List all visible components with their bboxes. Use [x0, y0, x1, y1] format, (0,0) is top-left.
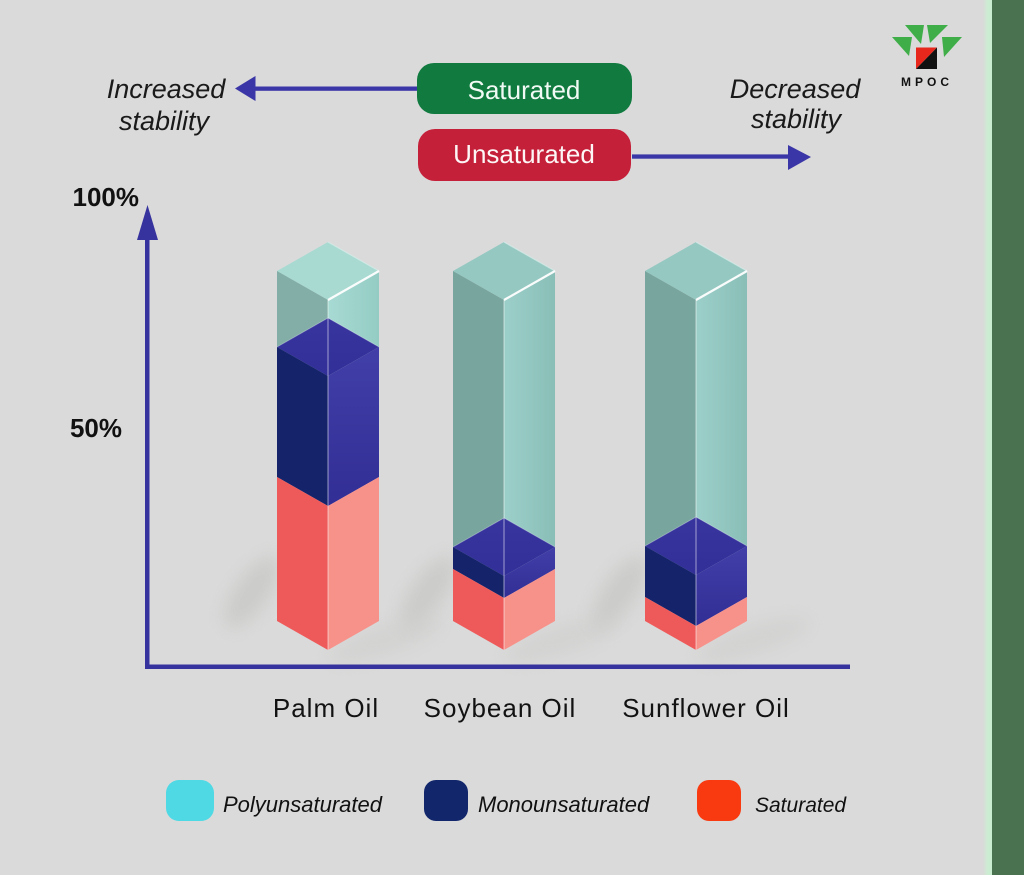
svg-text:stability: stability	[751, 104, 843, 134]
svg-text:Soybean Oil: Soybean Oil	[424, 693, 577, 723]
svg-text:50%: 50%	[70, 413, 122, 443]
svg-text:100%: 100%	[73, 182, 140, 212]
svg-text:Sunflower Oil: Sunflower Oil	[622, 693, 790, 723]
svg-text:Palm Oil: Palm Oil	[273, 693, 379, 723]
svg-text:Saturated: Saturated	[755, 794, 847, 817]
svg-text:Increased: Increased	[107, 74, 227, 104]
svg-text:Decreased: Decreased	[730, 74, 862, 104]
svg-text:stability: stability	[119, 106, 211, 136]
svg-text:Unsaturated: Unsaturated	[453, 139, 595, 169]
svg-text:Saturated: Saturated	[468, 75, 581, 105]
svg-text:Monounsaturated: Monounsaturated	[478, 792, 650, 817]
svg-text:MPOC: MPOC	[901, 75, 953, 89]
svg-text:Polyunsaturated: Polyunsaturated	[223, 792, 383, 817]
